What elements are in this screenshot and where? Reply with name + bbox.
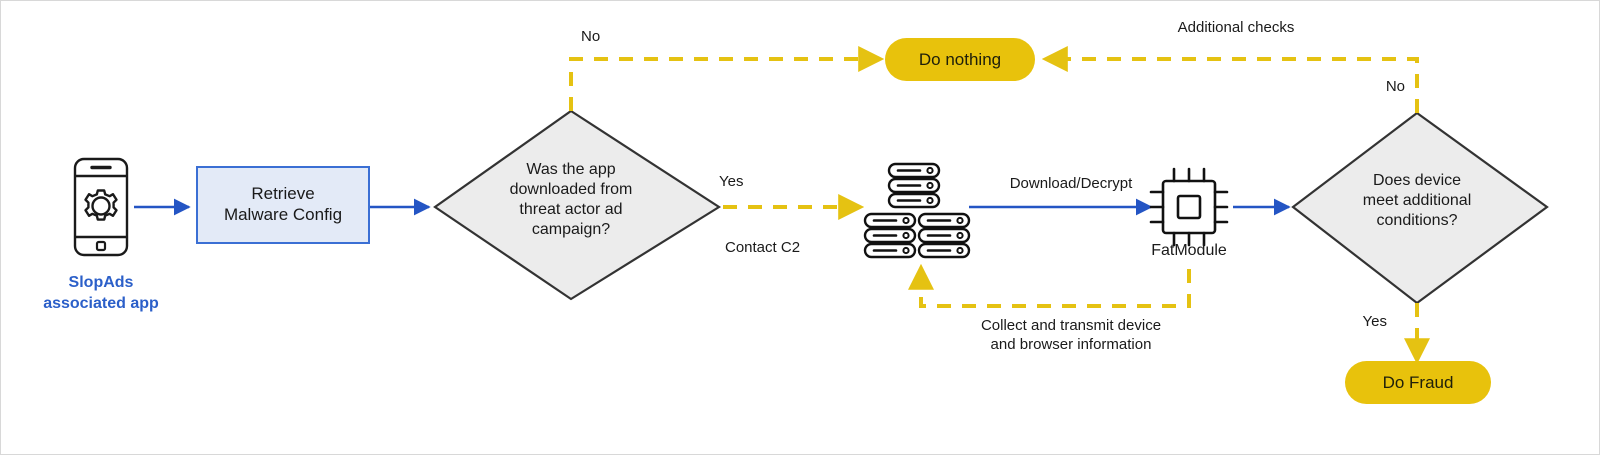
servers-icon: [863, 162, 971, 259]
phone-gear-icon: [73, 157, 129, 257]
edge-decision2-no-to-do-nothing: [1041, 46, 1419, 113]
edge-decision1-no-to-do-nothing: [569, 46, 885, 111]
edge-label-yes: Yes: [719, 173, 744, 190]
edge-label-additional-checks: Additional checks: [1177, 19, 1295, 36]
cpu-chip-icon: [1149, 167, 1229, 247]
node-retrieve-malware-config[interactable]: [196, 166, 370, 244]
edge-label-no-left: No: [581, 28, 601, 45]
node-decision-device-meets-conditions[interactable]: [1291, 111, 1549, 305]
node-do-fraud[interactable]: [1345, 361, 1491, 404]
edge-label-contact-c2: Contact C2: [725, 239, 801, 256]
edge-label-no-right: No: [1385, 78, 1405, 95]
edge-label-yes-bottom: Yes: [1362, 313, 1387, 330]
node-decision-downloaded-from-ad-campaign[interactable]: [433, 109, 722, 301]
edge-label-collect-transmit: Collect and transmit device and browser …: [980, 317, 1162, 353]
node-do-nothing[interactable]: [885, 38, 1035, 81]
edge-label-download-decrypt: Download/Decrypt: [1009, 175, 1133, 192]
edge-fatmodule-collect-to-c2: [908, 263, 1191, 308]
